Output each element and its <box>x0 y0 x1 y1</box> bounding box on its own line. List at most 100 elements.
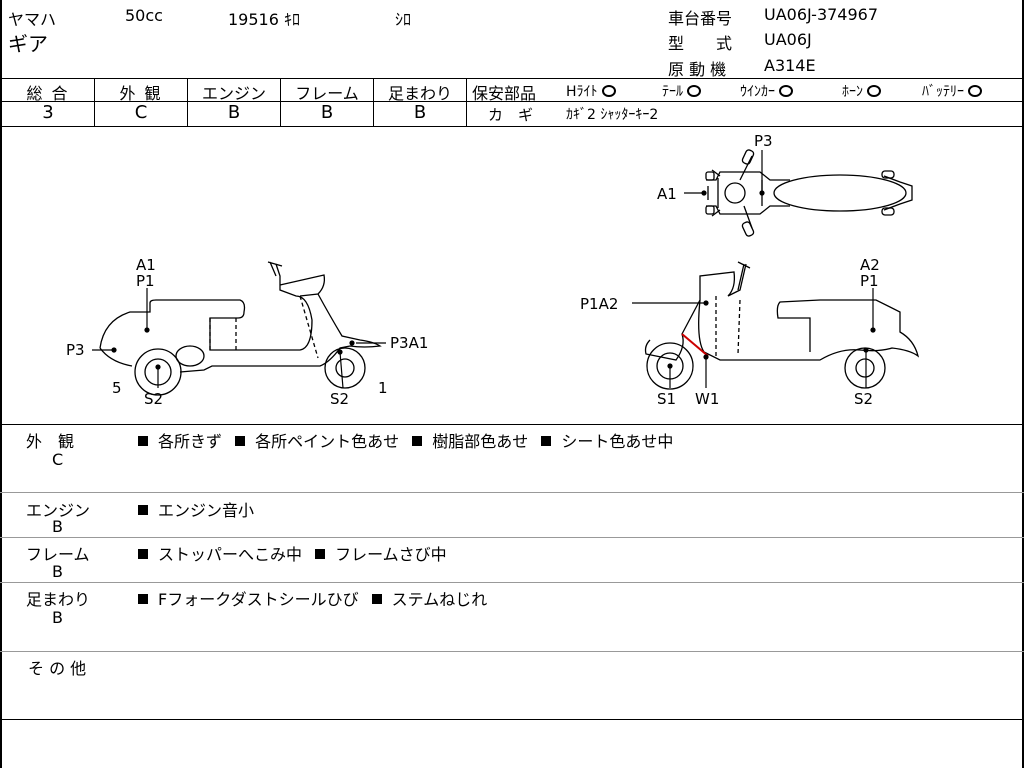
engine-value: A314E <box>764 56 816 75</box>
label-right-a2: A2 <box>860 256 880 274</box>
grid-divider <box>187 78 188 126</box>
label-right-w1: W1 <box>695 390 719 408</box>
section-frame-notes: ストッパーへこみ中 フレームさび中 <box>138 541 447 565</box>
grid-divider <box>373 78 374 126</box>
grade-engine-label: エンジン <box>201 84 266 103</box>
bullet-square-icon <box>235 436 246 446</box>
section-appearance-label: 外 観 <box>26 432 75 451</box>
safety-item-name: ﾊﾞｯﾃﾘｰ <box>922 84 964 100</box>
label-right-p1: P1 <box>860 272 879 290</box>
bullet-square-icon <box>138 436 148 446</box>
section-engine-grade: B <box>52 517 63 536</box>
top-view-scooter <box>705 149 913 237</box>
grade-engine-value: B <box>227 102 241 123</box>
section-line <box>0 582 1024 583</box>
grid-divider <box>466 78 467 126</box>
bullet-square-icon <box>138 594 148 604</box>
section-line <box>0 651 1024 652</box>
grade-frame-label: フレーム <box>295 84 359 103</box>
section-appearance-grade: C <box>52 450 64 469</box>
note-item: ストッパーへこみ中 <box>158 545 303 564</box>
bullet-square-icon <box>371 594 382 604</box>
safety-item-name: ﾃｰﾙ <box>662 84 683 100</box>
section-appearance-notes: 各所きず 各所ペイント色あせ 樹脂部色あせ シート色あせ中 <box>138 428 673 452</box>
label-left-p3a1: P3A1 <box>390 334 428 352</box>
label-right-p1a2: P1A2 <box>580 295 618 313</box>
grid-divider <box>280 78 281 126</box>
grade-appearance-value: C <box>134 102 148 123</box>
grade-overall-value: 3 <box>42 102 54 123</box>
note-item: シート色あせ中 <box>561 432 674 451</box>
frame-no-label: 車台番号 <box>668 9 733 28</box>
callout-lines <box>92 150 876 389</box>
label-left-s2b: S2 <box>330 390 349 408</box>
safety-item-battery: ﾊﾞｯﾃﾘｰ <box>922 81 982 101</box>
ok-circle-icon <box>968 85 982 97</box>
bullet-square-icon <box>541 436 552 446</box>
engine-label: 原 動 機 <box>668 60 727 79</box>
label-left-p3: P3 <box>66 341 85 359</box>
type-value: UA06J <box>764 30 812 49</box>
mileage: 19516 ｷﾛ <box>228 10 300 29</box>
label-left-s2a: S2 <box>144 390 163 408</box>
section-suspension-notes: Fフォークダストシールひび ステムねじれ <box>138 586 487 610</box>
grade-appearance-label: 外 観 <box>119 84 163 103</box>
label-right-s2: S2 <box>854 390 873 408</box>
safety-item-name: ﾎｰﾝ <box>842 84 863 100</box>
ok-circle-icon <box>779 85 793 97</box>
grade-suspension-value: B <box>413 102 427 123</box>
type-label: 型 式 <box>668 34 733 53</box>
label-left-a1: A1 <box>136 256 156 274</box>
left-side-scooter <box>99 261 382 396</box>
bullet-square-icon <box>138 505 148 515</box>
label-top-a1: A1 <box>657 185 677 203</box>
label-left-1: 1 <box>378 379 388 397</box>
label-top-p3: P3 <box>754 132 773 150</box>
bullet-square-icon <box>315 549 326 559</box>
ok-circle-icon <box>687 85 701 97</box>
safety-item-name: ｳｲﾝｶｰ <box>740 84 775 100</box>
note-item: 各所ペイント色あせ <box>255 432 400 451</box>
note-item: エンジン音小 <box>158 501 255 520</box>
grid-top-line <box>0 78 1024 79</box>
safety-item-taillight: ﾃｰﾙ <box>662 81 701 101</box>
safety-label: 保安部品 <box>472 84 537 103</box>
section-line <box>0 424 1024 425</box>
grade-suspension-label: 足まわり <box>387 84 452 103</box>
grid-mid-line <box>0 101 1024 102</box>
color: ｼﾛ <box>395 10 412 29</box>
bullet-square-icon <box>138 549 148 559</box>
note-item: 樹脂部色あせ <box>432 432 529 451</box>
grid-divider <box>94 78 95 126</box>
section-other-label: そ の 他 <box>28 659 87 678</box>
section-engine-notes: エンジン音小 <box>138 497 254 521</box>
section-line <box>0 537 1024 538</box>
maker: ヤマハ <box>8 10 57 29</box>
key-value: ｶｷﾞ2 ｼｬｯﾀｰｷｰ2 <box>566 107 659 123</box>
ok-circle-icon <box>601 85 616 97</box>
key-label: カ ギ <box>488 106 534 124</box>
grid-bottom-line <box>0 126 1024 127</box>
label-left-5: 5 <box>112 379 122 397</box>
section-engine-label: エンジン <box>26 501 91 520</box>
note-item: 各所きず <box>158 432 223 451</box>
section-line <box>0 492 1024 493</box>
displacement: 50cc <box>125 6 163 25</box>
note-item: Fフォークダストシールひび <box>158 590 359 609</box>
section-frame-grade: B <box>52 562 63 581</box>
ok-circle-icon <box>867 85 881 97</box>
safety-item-horn: ﾎｰﾝ <box>842 81 881 101</box>
safety-item-name: Hﾗｲﾄ <box>566 84 598 100</box>
model-name: ギア <box>8 32 48 56</box>
label-right-s1: S1 <box>657 390 676 408</box>
section-suspension-label: 足まわり <box>26 590 91 609</box>
safety-item-winker: ｳｲﾝｶｰ <box>740 81 793 101</box>
safety-item-headlight: Hﾗｲﾄ <box>566 81 616 101</box>
section-frame-label: フレーム <box>26 545 90 564</box>
note-item: ステムねじれ <box>391 590 488 609</box>
grade-overall-label: 総 合 <box>26 84 70 103</box>
label-left-p1: P1 <box>136 272 155 290</box>
grade-frame-value: B <box>320 102 334 123</box>
note-item: フレームさび中 <box>335 545 447 564</box>
